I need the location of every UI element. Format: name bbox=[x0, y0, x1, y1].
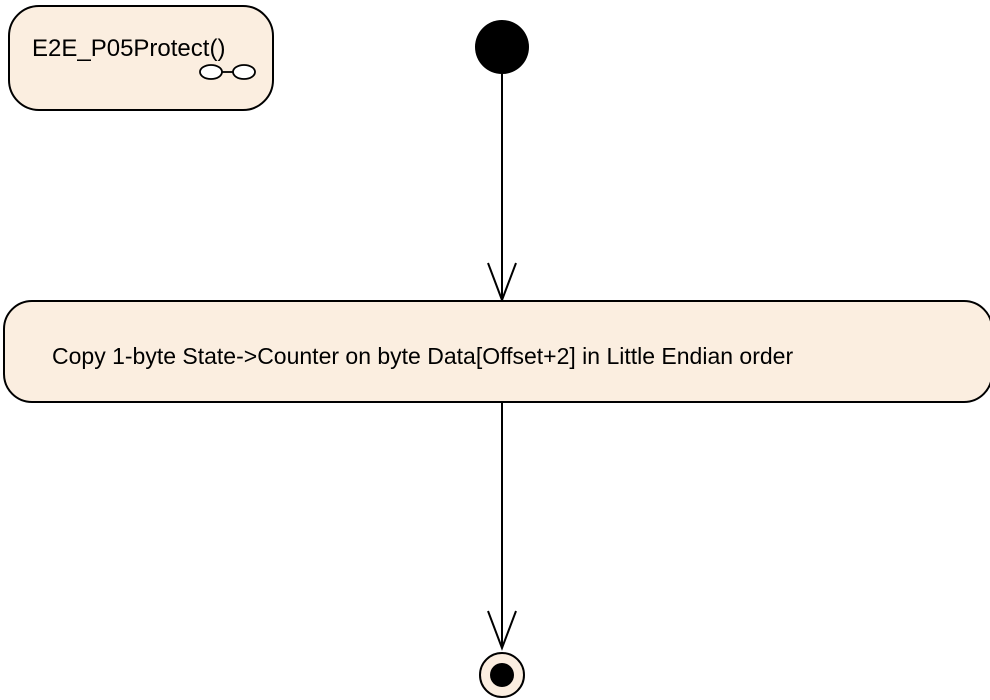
arrowhead-icon bbox=[487, 610, 517, 651]
initial-node bbox=[475, 20, 529, 74]
activity-frame-box bbox=[8, 5, 274, 111]
action-node-box bbox=[3, 300, 990, 403]
activity-frame: E2E_P05Protect() bbox=[8, 5, 274, 111]
control-flow-action-to-final bbox=[487, 402, 517, 651]
action-label: Copy 1-byte State->Counter on byte Data[… bbox=[52, 343, 793, 369]
action-node: Copy 1-byte State->Counter on byte Data[… bbox=[3, 300, 990, 403]
activity-name: E2E_P05Protect() bbox=[32, 35, 225, 62]
rake-icon bbox=[199, 64, 256, 80]
control-flow-initial-to-action bbox=[487, 74, 517, 303]
final-node bbox=[479, 652, 525, 698]
